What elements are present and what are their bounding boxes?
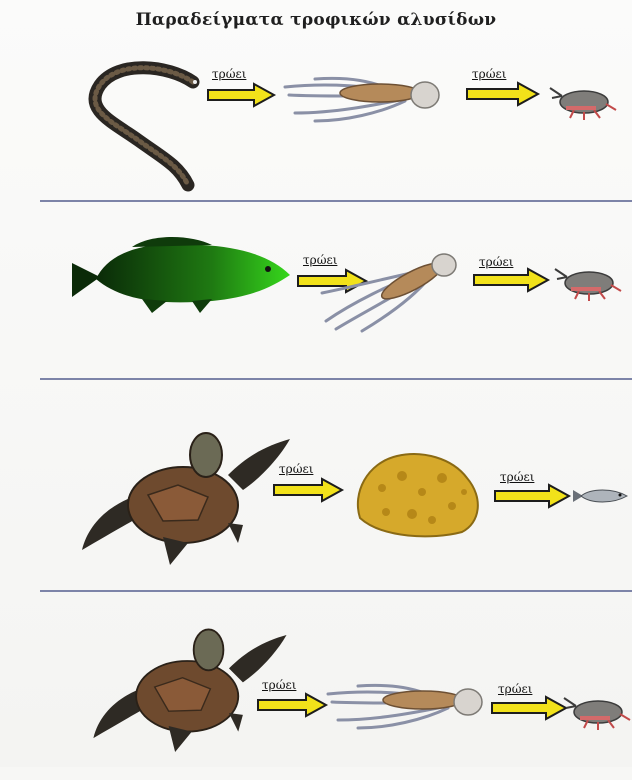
food-chain-3: τρώει τρώει — [0, 410, 632, 590]
divider-line — [40, 200, 632, 202]
food-chain-4: τρώει τρώει — [0, 600, 632, 780]
crab-icon — [548, 80, 618, 120]
arrow-right-icon — [465, 82, 540, 106]
octopus-icon — [322, 253, 462, 333]
sponge-icon — [352, 448, 484, 538]
sea-turtle-icon — [78, 425, 293, 565]
divider-line — [40, 378, 632, 380]
arrow-right-icon — [472, 268, 550, 292]
grouper-fish-icon — [72, 235, 292, 315]
food-chain-2: τρώει τρώει — [0, 205, 632, 385]
octopus-icon — [328, 680, 488, 730]
arrow-right-icon — [256, 693, 328, 717]
arrow-right-icon — [206, 83, 276, 107]
octopus-icon — [285, 73, 445, 123]
small-fish-icon — [573, 486, 629, 506]
eats-label: τρώει — [498, 682, 532, 696]
eel-icon — [78, 60, 218, 185]
eats-label: τρώει — [500, 470, 534, 484]
page-title: Παραδείγματα τροφικών αλυσίδων — [0, 10, 632, 30]
divider-line — [40, 590, 632, 592]
eats-label: τρώει — [279, 462, 313, 476]
eats-label: τρώει — [472, 67, 506, 81]
eats-label: τρώει — [479, 255, 513, 269]
arrow-right-icon — [493, 484, 571, 508]
eats-label: τρώει — [262, 678, 296, 692]
arrow-right-icon — [272, 478, 344, 502]
food-chain-1: τρώει τρώει — [0, 45, 632, 225]
crab-icon — [553, 261, 623, 301]
arrow-right-icon — [490, 696, 568, 720]
crab-icon — [562, 690, 632, 730]
eats-label: τρώει — [212, 67, 246, 81]
